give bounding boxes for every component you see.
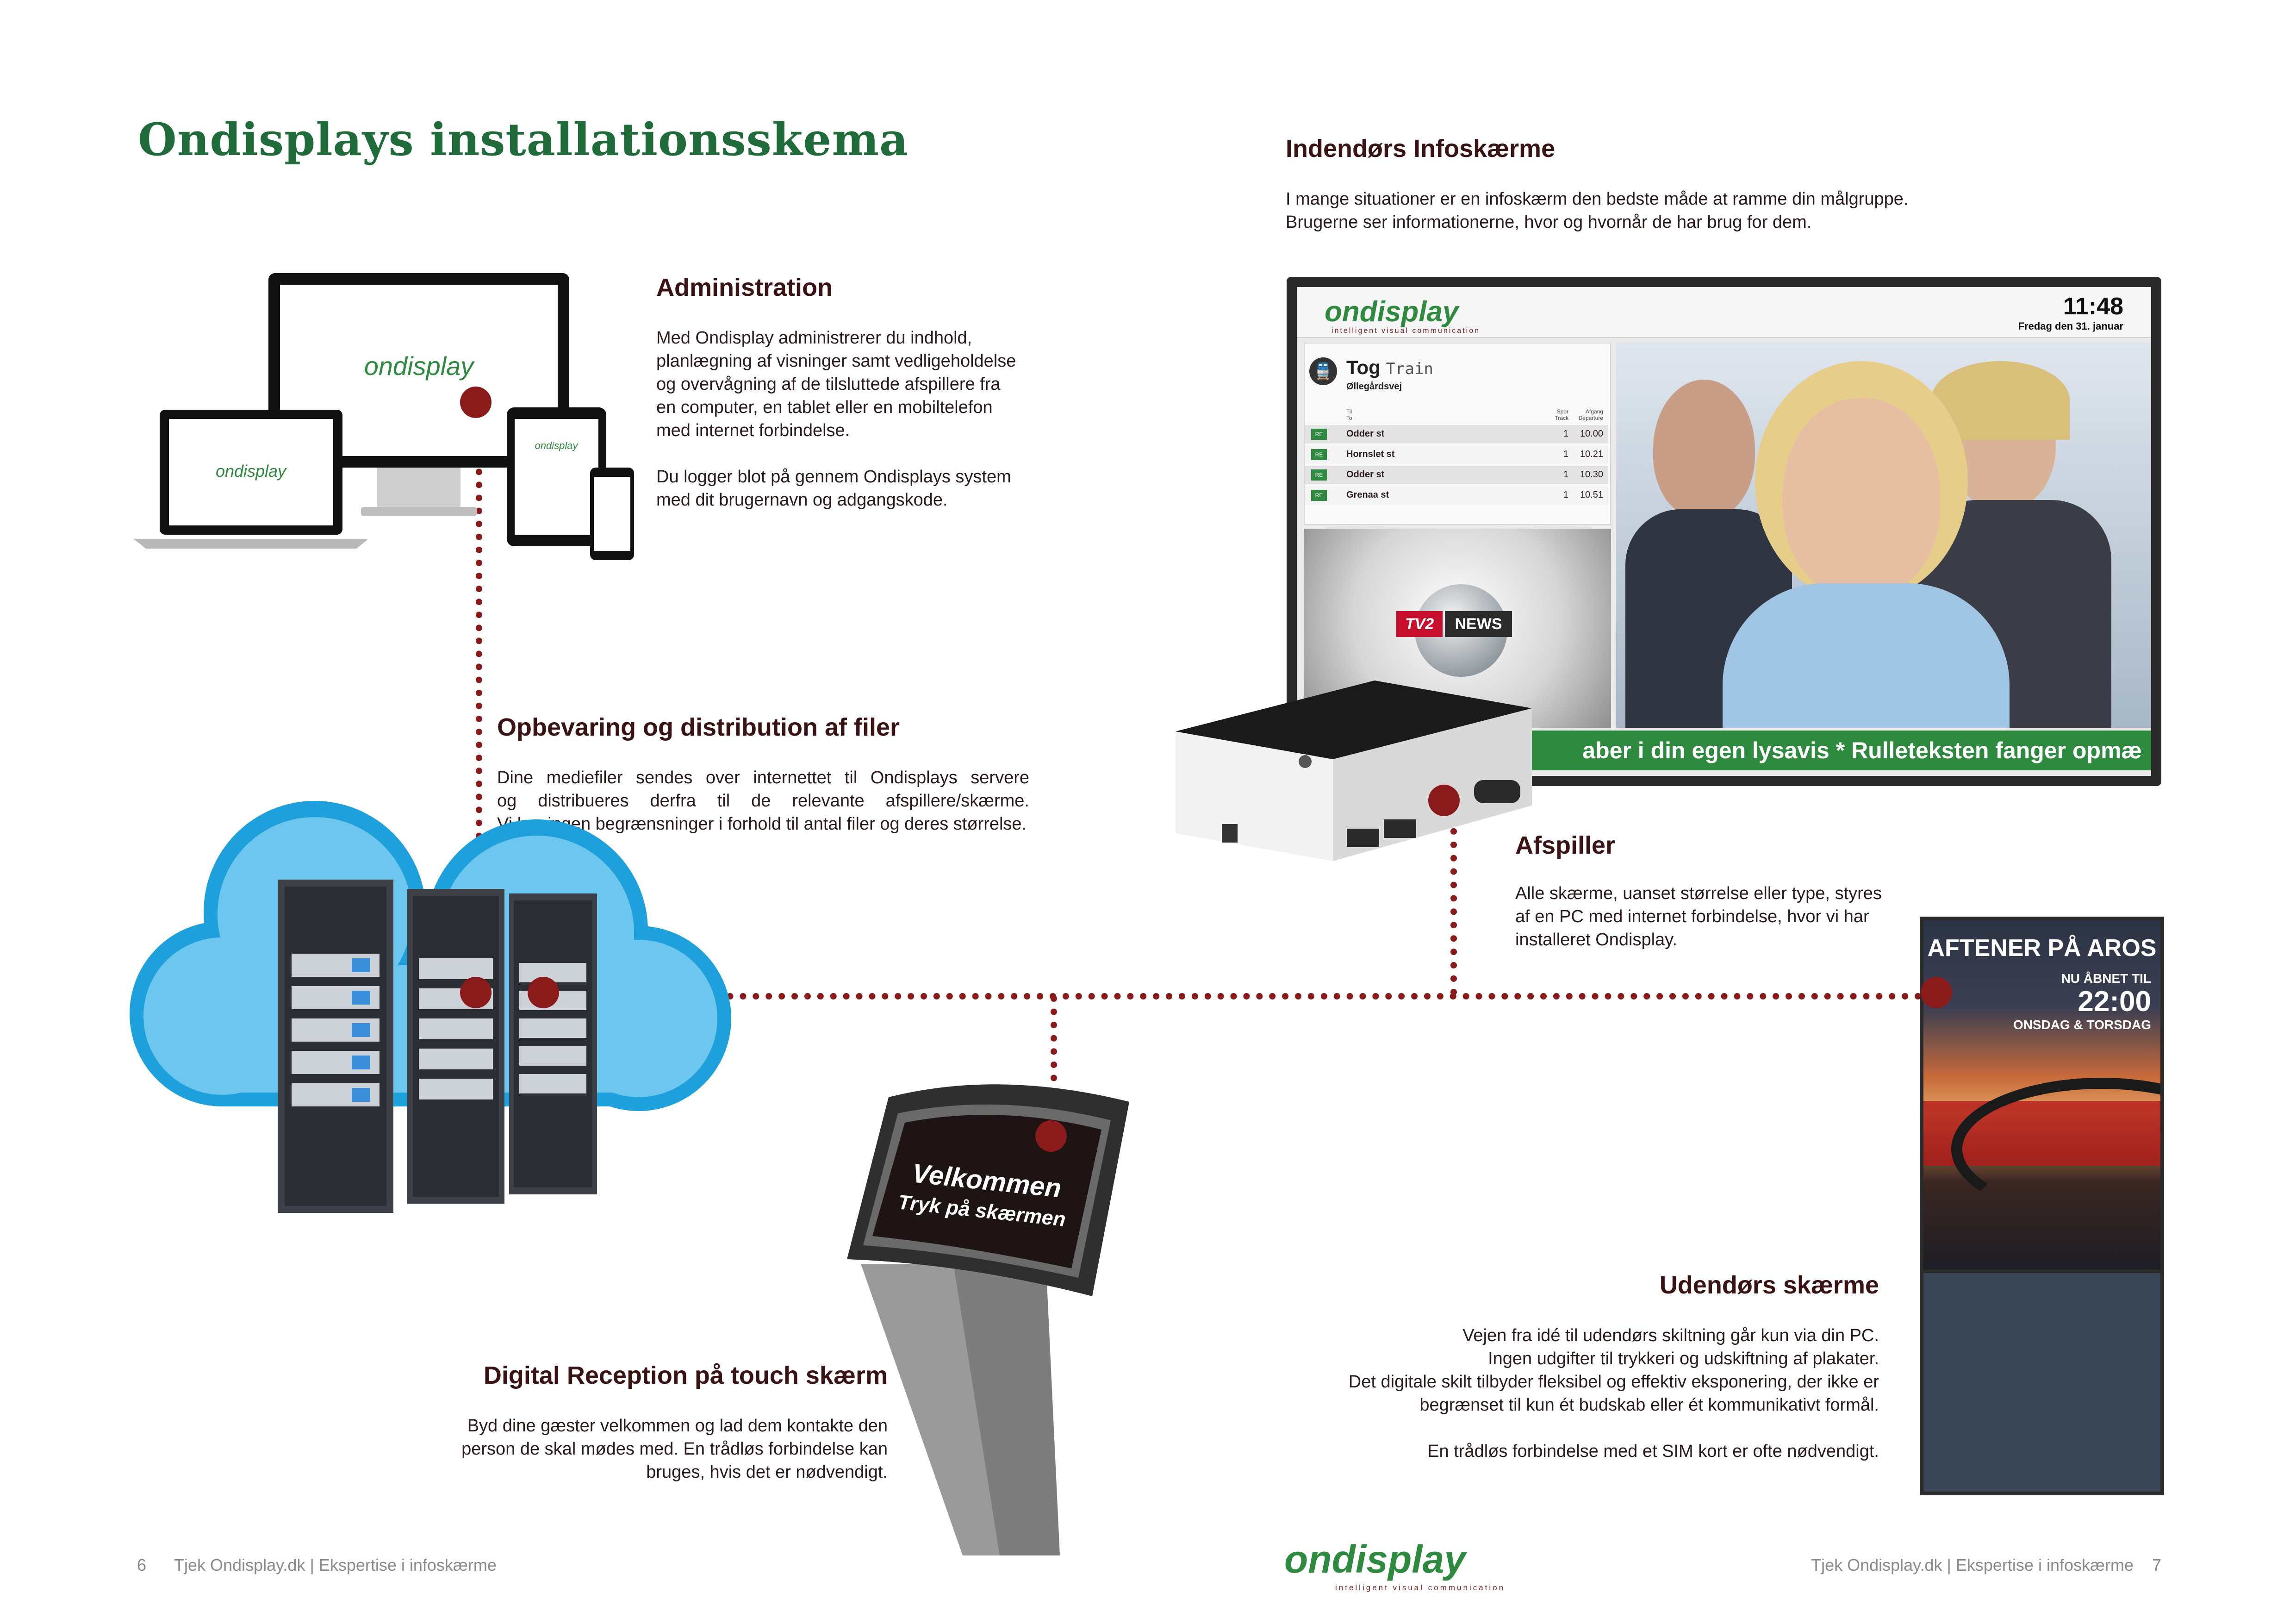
- outdoor-title: Udendørs skærme: [1659, 1271, 1879, 1299]
- outdoor-heading: AFTENER PÅ AROS: [1927, 935, 2157, 962]
- server-rack-right: [509, 893, 597, 1194]
- footer-page-left: 6: [137, 1555, 147, 1574]
- outdoor-text-3: Det digitale skilt tilbyder fleksibel og…: [1348, 1372, 1879, 1392]
- connector-node-server-2: [528, 977, 559, 1008]
- screen-logo: ondisplay: [1325, 296, 1459, 328]
- screen-time: 11:48: [2063, 293, 2123, 320]
- outdoor-time: 22:00: [2078, 986, 2151, 1018]
- outdoor-display-lower-panel: [1923, 1273, 2160, 1492]
- monitor-logo: ondisplay: [364, 351, 475, 381]
- media-player-illustration: [1176, 681, 1532, 861]
- connector-node-server-1: [460, 977, 492, 1008]
- player-title: Afspiller: [1515, 831, 1616, 859]
- people-photo: [1616, 343, 2151, 728]
- outdoor-sub2: ONSDAG & TORSDAG: [2013, 1018, 2151, 1032]
- footer-text-right: Tjek Ondisplay.dk | Ekspertise i infoskæ…: [1811, 1555, 2134, 1574]
- reception-title: Digital Reception på touch skærm: [483, 1362, 888, 1389]
- connector-node-player: [1428, 785, 1460, 816]
- storage-text-1: Dine mediefiler sendes over internettet …: [497, 768, 1029, 787]
- connector-horizontal: [546, 993, 1935, 999]
- news-logo: TV2: [1396, 611, 1443, 637]
- train-rows: RE Odder st 1 10.00 RE Hornslet st 1 10.…: [1305, 425, 1608, 505]
- outdoor-text-4: begrænset til kun ét budskab eller ét ko…: [1419, 1395, 1879, 1415]
- storage-text-3: Vi har ingen begrænsninger i forhold til…: [497, 814, 1027, 834]
- page-title: Ondisplays installationsskema: [138, 113, 909, 166]
- laptop-logo: ondisplay: [216, 462, 287, 481]
- administration-text-2: Du logger blot på gennem Ondisplays syst…: [656, 467, 1011, 510]
- table-row: RE Hornslet st 1 10.21: [1305, 445, 1608, 464]
- outdoor-sub1: NU ÅBNET TIL: [2061, 971, 2151, 986]
- table-row: RE Odder st 1 10.00: [1305, 425, 1608, 443]
- server-rack-left: [278, 880, 393, 1213]
- server-rack-middle: [407, 889, 504, 1204]
- storage-title: Opbevaring og distribution af filer: [497, 713, 900, 741]
- table-row: RE Odder st 1 10.30: [1305, 466, 1608, 484]
- player-text: Alle skærme, uanset størrelse eller type…: [1515, 884, 1882, 949]
- footer-page-right: 7: [2152, 1555, 2162, 1574]
- indoor-text-2: Brugerne ser informationerne, hvor og hv…: [1286, 212, 1812, 232]
- administration-title: Administration: [656, 274, 833, 301]
- reception-text-1: Byd dine gæster velkommen og lad dem kon…: [467, 1416, 888, 1436]
- outdoor-text-5: En trådløs forbindelse med et SIM kort e…: [1427, 1442, 1879, 1461]
- admin-devices-illustration: ondisplay ondisplay ondisplay: [134, 273, 634, 560]
- footer-text-left: Tjek Ondisplay.dk | Ekspertise i infoskæ…: [174, 1555, 497, 1574]
- reception-text-2: person de skal mødes med. En trådløs for…: [461, 1439, 888, 1459]
- screen-date: Fredag den 31. januar: [2018, 320, 2123, 332]
- outdoor-text-1: Vejen fra idé til udendørs skiltning går…: [1462, 1326, 1879, 1345]
- train-title: Tog Train: [1346, 356, 1433, 378]
- train-station: Øllegårdsvej: [1346, 381, 1402, 392]
- cloud-servers-illustration: [130, 801, 731, 1213]
- administration-text-1: Med Ondisplay administrerer du indhold, …: [656, 328, 1016, 440]
- storage-text-2: og distribueres derfra til de relevante …: [497, 791, 1029, 811]
- news-label: NEWS: [1445, 611, 1512, 637]
- connector-node-admin: [460, 387, 492, 418]
- connector-player: [1450, 815, 1457, 995]
- connector-node-outdoor: [1921, 977, 1952, 1008]
- ticker-text: aber i din egen lysavis * Rulleteksten f…: [1582, 737, 2142, 763]
- screen-logo-tagline: intelligent visual communication: [1332, 327, 1480, 335]
- footer-logo: ondisplay: [1284, 1537, 1466, 1581]
- footer-logo-tagline: intelligent visual communication: [1335, 1583, 1506, 1592]
- touch-kiosk-illustration: Velkommen Tryk på skærmen: [847, 1084, 1129, 1555]
- outdoor-text-2: Ingen udgifter til trykkeri og udskiftni…: [1488, 1349, 1879, 1368]
- outdoor-display-poster: AFTENER PÅ AROS NU ÅBNET TIL 22:00 ONSDA…: [1923, 920, 2160, 1269]
- reception-text-3: bruges, hvis det er nødvendigt.: [646, 1462, 888, 1482]
- train-icon: 🚆: [1309, 357, 1337, 385]
- outdoor-display: AFTENER PÅ AROS NU ÅBNET TIL 22:00 ONSDA…: [1920, 917, 2164, 1495]
- connector-node-kiosk: [1035, 1120, 1067, 1152]
- indoor-title: Indendørs Infoskærme: [1286, 135, 1556, 162]
- indoor-text-1: I mange situationer er en infoskærm den …: [1286, 189, 1909, 209]
- table-row: RE Grenaa st 1 10.51: [1305, 486, 1608, 505]
- tablet-logo: ondisplay: [535, 440, 579, 451]
